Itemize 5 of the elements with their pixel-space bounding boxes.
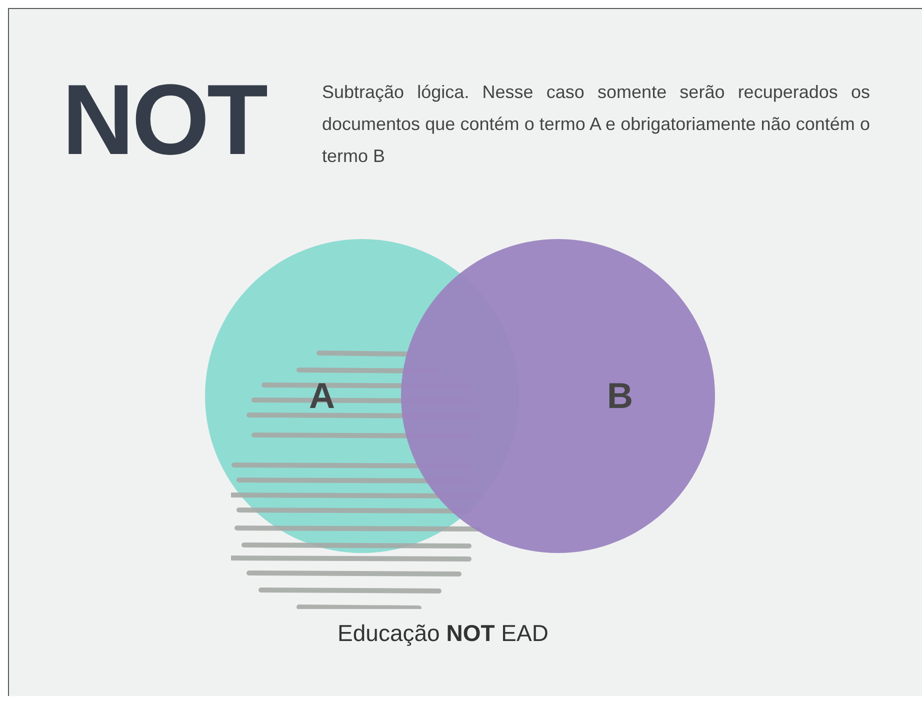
description-text: Subtração lógica. Nesse caso somente serão recuperados os documentos que contém o termo A e obrigatoriamente não contém o termo B [322, 81, 870, 168]
title: NOT [62, 70, 266, 170]
set-label: A [309, 374, 335, 418]
set-label: B [607, 374, 633, 418]
caption: Educação NOT EAD [336, 619, 550, 648]
